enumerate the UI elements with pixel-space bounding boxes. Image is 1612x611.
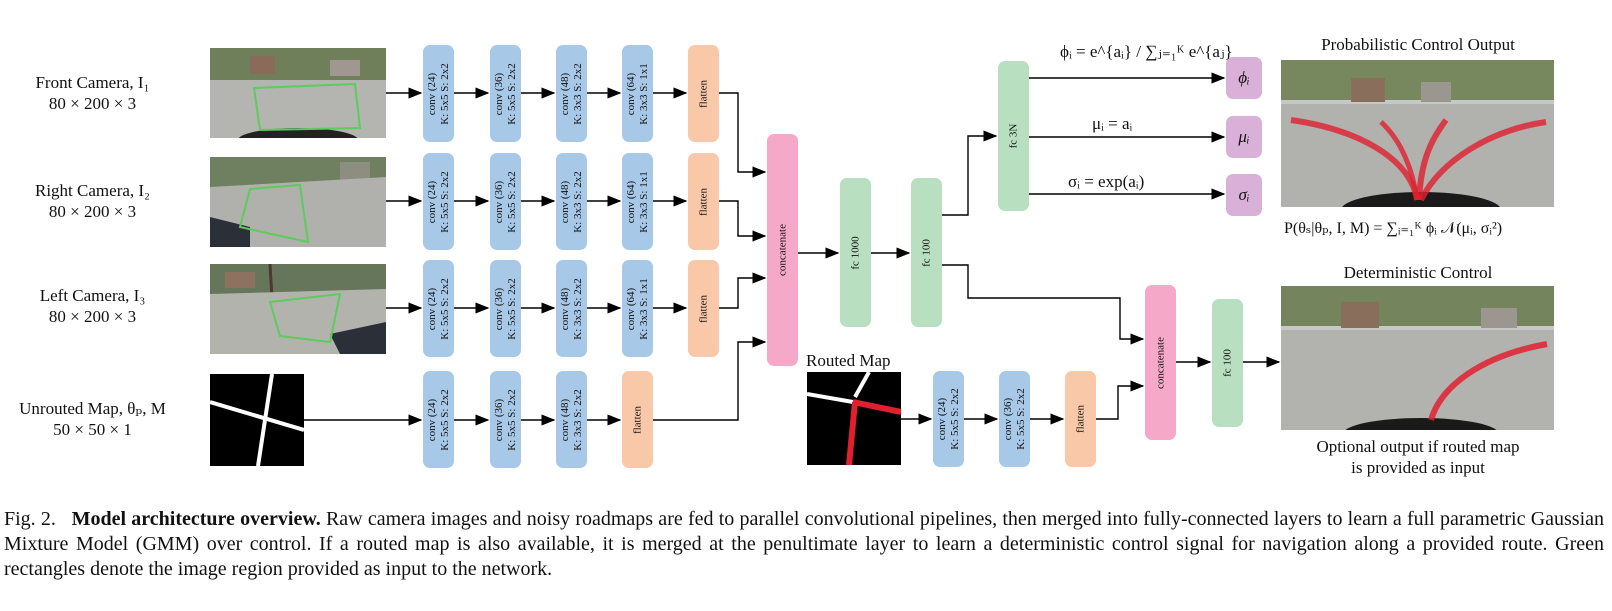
front-camera-image bbox=[210, 48, 386, 138]
output-symbol: μᵢ bbox=[1238, 127, 1250, 146]
unrouted-map-label: Unrouted Map, θₚ, M 50 × 50 × 1 bbox=[0, 398, 185, 440]
det-note-line1: Optional output if routed map bbox=[1316, 437, 1520, 456]
det-note: Optional output if routed map is provide… bbox=[1282, 436, 1554, 478]
routed-concatenate: concatenate bbox=[1145, 285, 1176, 440]
left-camera-label: Left Camera, I₃ 80 × 200 × 3 bbox=[0, 285, 185, 327]
routed-fc100: fc 100 bbox=[1212, 299, 1243, 427]
row1-conv24: conv (24) K: 5x5 S: 2x2 bbox=[423, 45, 454, 142]
det-note-line2: is provided as input bbox=[1351, 458, 1485, 477]
figure-caption: Fig. 2. Model architecture overview. Raw… bbox=[4, 507, 1604, 582]
right-camera-name: Right Camera, I₂ bbox=[35, 181, 150, 200]
row3-flatten: flatten bbox=[688, 260, 719, 357]
routed-map-label: Routed Map bbox=[806, 351, 891, 370]
routed-map-image bbox=[807, 372, 901, 465]
row1-conv36: conv (36) K: 5x5 S: 2x2 bbox=[490, 45, 521, 142]
caption-bold-title: Model architecture overview. bbox=[71, 508, 321, 530]
right-camera-dims: 80 × 200 × 3 bbox=[48, 202, 137, 221]
phi-equation: ϕᵢ = e^{aᵢ} / ∑ⱼ₌₁ᴷ e^{aⱼ} bbox=[1060, 42, 1233, 62]
front-camera-name: Front Camera, I₁ bbox=[35, 73, 150, 92]
front-camera-dims: 80 × 200 × 3 bbox=[48, 94, 137, 113]
sigma-equation: σᵢ = exp(aᵢ) bbox=[1068, 172, 1144, 192]
row3-conv24: conv (24) K: 5x5 S: 2x2 bbox=[423, 260, 454, 357]
row3-conv48: conv (48) K: 3x3 S: 2x2 bbox=[556, 260, 587, 357]
sigma-equation-text: σᵢ = exp(aᵢ) bbox=[1068, 172, 1145, 191]
fc1000-layer: fc 1000 bbox=[840, 178, 871, 327]
row1-conv48: conv (48) K: 3x3 S: 2x2 bbox=[556, 45, 587, 142]
right-camera-image bbox=[210, 157, 386, 247]
mu-equation-text: μᵢ = aᵢ bbox=[1092, 114, 1133, 133]
right-camera-label: Right Camera, I₂ 80 × 200 × 3 bbox=[0, 180, 185, 222]
mu-equation: μᵢ = aᵢ bbox=[1092, 114, 1132, 134]
row4-conv36: conv (36) K: 5x5 S: 2x2 bbox=[490, 371, 521, 468]
phi-equation-text: ϕᵢ = e^{aᵢ} / ∑ⱼ₌₁ᴷ e^{aⱼ} bbox=[1060, 42, 1233, 61]
row4-conv24: conv (24) K: 5x5 S: 2x2 bbox=[423, 371, 454, 468]
row2-conv24: conv (24) K: 5x5 S: 2x2 bbox=[423, 153, 454, 250]
left-camera-dims: 80 × 200 × 3 bbox=[48, 307, 137, 326]
front-camera-label: Front Camera, I₁ 80 × 200 × 3 bbox=[0, 72, 185, 114]
caption-body: Raw camera images and noisy roadmaps are… bbox=[4, 508, 1605, 580]
fc100-layer: fc 100 bbox=[911, 178, 942, 327]
unrouted-map-image bbox=[210, 374, 304, 466]
output-symbol: ϕᵢ bbox=[1238, 68, 1250, 87]
row2-conv48: conv (48) K: 3x3 S: 2x2 bbox=[556, 153, 587, 250]
caption-fig-number: Fig. 2. bbox=[4, 508, 56, 530]
main-concatenate: concatenate bbox=[767, 134, 798, 366]
det-control-title: Deterministic Control bbox=[1343, 263, 1493, 282]
prob-output-title: Probabilistic Control Output bbox=[1321, 35, 1515, 54]
left-camera-name: Left Camera, I₃ bbox=[39, 286, 146, 305]
routed-conv24: conv (24) K: 5x5 S: 2x2 bbox=[933, 371, 964, 467]
output-symbol: σᵢ bbox=[1238, 185, 1250, 204]
prob-formula-text: P(θₛ|θₚ, I, M) = ∑ᵢ₌₁ᴷ ϕᵢ 𝒩(μᵢ, σᵢ²) bbox=[1284, 220, 1503, 237]
row1-conv64: conv (64) K: 3x3 S: 1x1 bbox=[622, 45, 653, 142]
row2-flatten: flatten bbox=[688, 153, 719, 250]
routed-flatten: flatten bbox=[1065, 371, 1096, 467]
unrouted-map-dims: 50 × 50 × 1 bbox=[53, 420, 132, 439]
row4-conv48: conv (48) K: 3x3 S: 2x2 bbox=[556, 371, 587, 468]
row4-flatten: flatten bbox=[622, 371, 653, 468]
row3-conv64: conv (64) K: 3x3 S: 1x1 bbox=[622, 260, 653, 357]
row1-flatten: flatten bbox=[688, 45, 719, 142]
row3-conv36: conv (36) K: 5x5 S: 2x2 bbox=[490, 260, 521, 357]
unrouted-map-name: Unrouted Map, θₚ, M bbox=[19, 399, 166, 418]
prob-output-image bbox=[1281, 60, 1554, 207]
row2-conv64: conv (64) K: 3x3 S: 1x1 bbox=[622, 153, 653, 250]
row2-conv36: conv (36) K: 5x5 S: 2x2 bbox=[490, 153, 521, 250]
det-control-image bbox=[1281, 286, 1554, 430]
fc3n-layer: fc 3N bbox=[998, 61, 1029, 211]
routed-conv36: conv (36) K: 5x5 S: 2x2 bbox=[999, 371, 1030, 467]
prob-formula: P(θₛ|θₚ, I, M) = ∑ᵢ₌₁ᴷ ϕᵢ 𝒩(μᵢ, σᵢ²) bbox=[1284, 218, 1502, 238]
mu-output: μᵢ bbox=[1226, 116, 1262, 158]
left-camera-image bbox=[210, 264, 386, 354]
sigma-output: σᵢ bbox=[1226, 174, 1262, 216]
phi-output: ϕᵢ bbox=[1226, 57, 1262, 99]
